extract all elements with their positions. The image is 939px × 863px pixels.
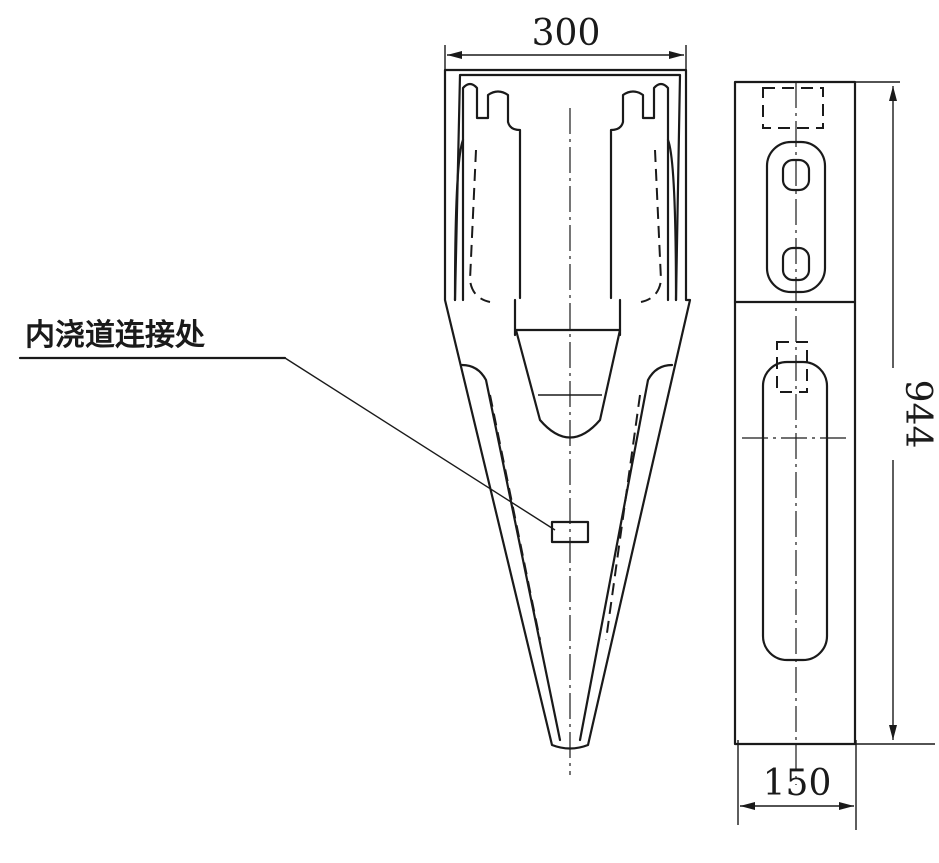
dim-arrow-300-right bbox=[669, 51, 684, 59]
hidden-line-right-upper bbox=[640, 149, 663, 303]
side-hidden-mid bbox=[776, 341, 808, 393]
lower-slot bbox=[761, 360, 829, 662]
dim-arrow-300-left bbox=[447, 51, 462, 59]
socket-cavity bbox=[514, 328, 622, 439]
dim-944-text-bg bbox=[874, 368, 912, 460]
dim-arrow-150-left bbox=[740, 802, 755, 810]
right-ear bbox=[609, 82, 670, 302]
front-view: 300 bbox=[443, 13, 692, 775]
leader-line bbox=[284, 357, 556, 531]
dim-300-text: 300 bbox=[532, 13, 601, 54]
dim-arrow-150-right bbox=[839, 802, 854, 810]
dim-arrow-944-bottom bbox=[889, 725, 897, 740]
hidden-line-left-upper bbox=[468, 149, 491, 303]
side-hidden-top bbox=[762, 87, 824, 129]
dim-arrow-944-top bbox=[889, 86, 897, 101]
taper-line-right bbox=[578, 363, 674, 742]
tooth-outline bbox=[443, 68, 692, 750]
left-inner-wall bbox=[453, 138, 465, 302]
hidden-line-right-lower bbox=[605, 394, 641, 641]
dim-944-text: 944 bbox=[897, 380, 938, 449]
side-outline bbox=[733, 80, 857, 746]
taper-line-left bbox=[460, 363, 562, 742]
callout: 内浇道连接处 bbox=[18, 318, 556, 531]
side-view: 150 944 bbox=[733, 80, 938, 830]
inner-gate-label: 内浇道连接处 bbox=[25, 318, 205, 353]
right-inner-wall bbox=[666, 138, 678, 302]
left-ear bbox=[461, 82, 522, 302]
hidden-line-left-lower bbox=[489, 394, 541, 641]
dim-150-text: 150 bbox=[763, 763, 832, 804]
